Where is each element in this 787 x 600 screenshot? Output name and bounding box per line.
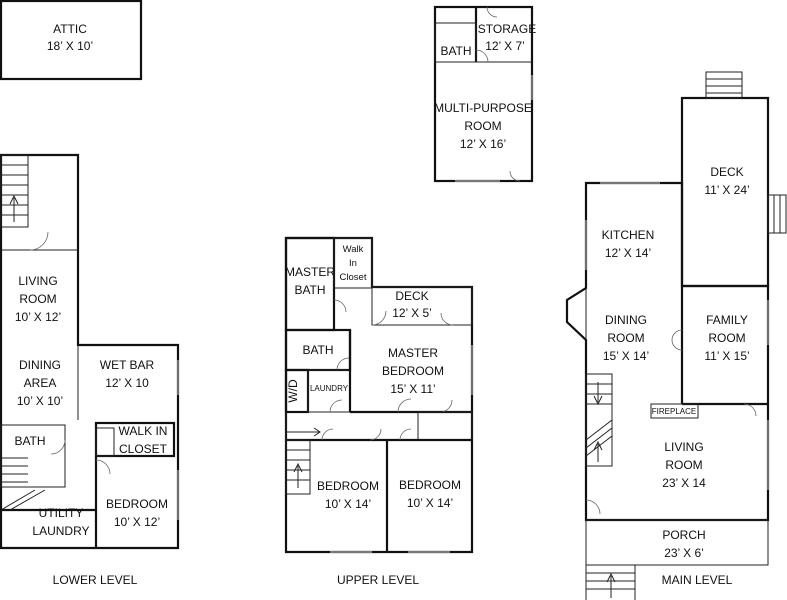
lower-stairs-top: [0, 154, 29, 228]
lower-dining-name2: AREA: [24, 376, 57, 390]
lower-level-plan: LIVING ROOM 10’ X 12’ DINING AREA 10’ X …: [0, 153, 180, 587]
master-bedroom-size: 15’ X 11’: [390, 382, 435, 396]
lower-living-size: 10’ X 12’: [15, 310, 61, 324]
multi-purpose-name1: MULTI-PURPOSE: [434, 101, 532, 115]
storage-size: 12’ X 7’: [485, 39, 525, 53]
lower-bath-name: BATH: [14, 434, 45, 448]
bedroom-a-name: BEDROOM: [317, 479, 379, 493]
fireplace-name: FIREPLACE: [652, 407, 696, 416]
master-bedroom-name2: BEDROOM: [382, 364, 444, 378]
bedroom-b-name: BEDROOM: [399, 478, 461, 492]
upper-level-plan: MASTER BATH Walk In Closet DECK 12’ X 5’…: [284, 236, 474, 587]
lower-level-label: LOWER LEVEL: [53, 573, 138, 587]
wd-name: W/D: [286, 379, 300, 403]
upper-stairs: [285, 427, 321, 495]
lower-living-name2: ROOM: [19, 292, 56, 306]
upper-bath-name: BATH: [302, 343, 333, 357]
lower-dining-name1: DINING: [19, 358, 61, 372]
family-name1: FAMILY: [706, 313, 748, 327]
utility-name1: UTILITY: [39, 506, 84, 520]
main-dining-name1: DINING: [605, 313, 647, 327]
attic: ATTIC 18’ X 10’: [0, 0, 143, 81]
lower-living-name1: LIVING: [18, 274, 57, 288]
bedroom-a-size: 10’ X 14’: [325, 497, 371, 511]
upper-closet-name3: Closet: [340, 272, 367, 283]
upper-level-label: UPPER LEVEL: [337, 573, 419, 587]
main-dining-name2: ROOM: [607, 331, 644, 345]
lower-stairs-bottom: [0, 457, 46, 511]
main-stairs: [585, 373, 613, 467]
main-dining-size: 15’ X 14’: [603, 349, 649, 363]
master-bedroom-name1: MASTER: [388, 346, 438, 360]
upper-closet-name1: Walk: [343, 244, 364, 255]
upper-closet-name2: In: [349, 258, 357, 269]
lower-closet-name2: CLOSET: [119, 442, 168, 456]
wet-bar-name: WET BAR: [100, 358, 155, 372]
lower-closet-name1: WALK IN: [119, 424, 168, 438]
main-level-label: MAIN LEVEL: [662, 573, 733, 587]
wet-bar-size: 12’ X 10: [105, 376, 149, 390]
porch-stairs: [586, 572, 635, 598]
family-name2: ROOM: [708, 331, 745, 345]
lower-bedroom-name: BEDROOM: [106, 497, 168, 511]
kitchen-name: KITCHEN: [602, 228, 655, 242]
master-bath-name2: BATH: [294, 283, 325, 297]
annex-bath-name: BATH: [440, 44, 471, 58]
main-living-name2: ROOM: [665, 458, 702, 472]
upper-deck-size: 12’ X 5’: [392, 306, 432, 320]
main-living-size: 23’ X 14: [662, 476, 706, 490]
upper-laundry-name: LAUNDRY: [310, 384, 349, 393]
main-deck-size: 11’ X 24’: [704, 183, 749, 197]
master-bath-name1: MASTER: [285, 265, 335, 279]
multi-purpose-name2: ROOM: [464, 119, 501, 133]
family-size: 11’ X 15’: [704, 349, 749, 363]
porch-size: 23’ X 6’: [664, 546, 704, 560]
main-living-name1: LIVING: [664, 440, 703, 454]
upper-deck-name: DECK: [395, 289, 428, 303]
main-level-plan: KITCHEN 12’ X 14’ DECK 11’ X 24’ DINING …: [565, 71, 787, 600]
lower-dining-size: 10’ X 10’: [17, 394, 63, 408]
main-deck-name: DECK: [710, 165, 743, 179]
kitchen-size: 12’ X 14’: [605, 246, 651, 260]
storage-name: STORAGE: [478, 22, 536, 36]
lower-bedroom-size: 10’ X 12’: [114, 515, 160, 529]
attic-name: ATTIC: [53, 22, 87, 36]
utility-name2: LAUNDRY: [32, 524, 89, 538]
bedroom-b-size: 10’ X 14’: [407, 496, 453, 510]
multi-purpose-size: 12’ X 16’: [460, 137, 506, 151]
attic-size: 18’ X 10’: [47, 39, 93, 53]
porch-name: PORCH: [662, 528, 705, 542]
upper-annex-plan: STORAGE 12’ X 7’ BATH MULTI-PURPOSE ROOM…: [433, 5, 536, 183]
